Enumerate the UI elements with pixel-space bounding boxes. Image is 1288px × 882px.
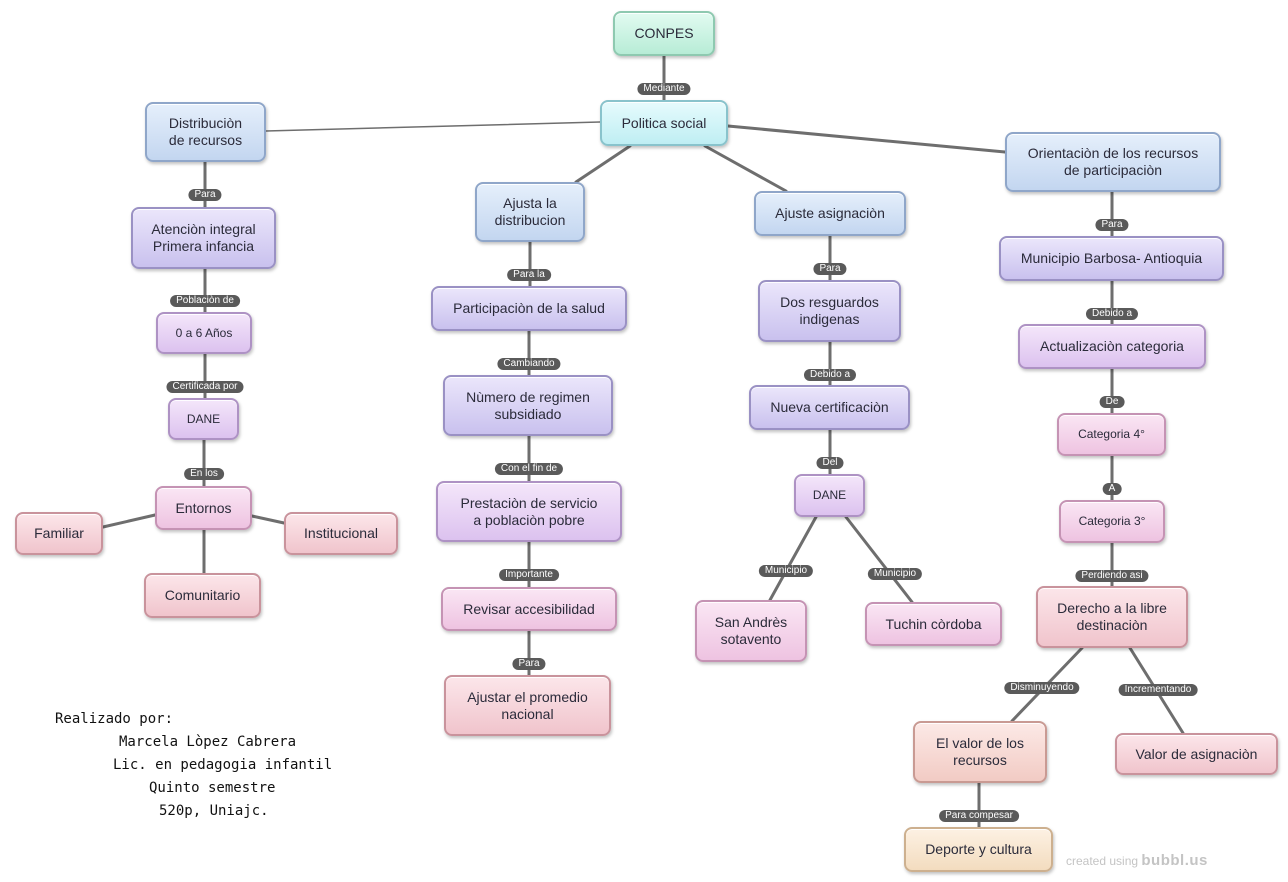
node-ajuste-asignacion[interactable]: Ajuste asignaciòn [754, 191, 906, 236]
connector [768, 515, 818, 602]
connector [101, 513, 157, 529]
link-label-para-la: Para la [507, 269, 551, 281]
node-actualizacion-categoria[interactable]: Actualizaciòn categoria [1018, 324, 1206, 369]
link-label-para-compesar: Para compesar [939, 810, 1019, 822]
link-label-incrementando: Incrementando [1118, 684, 1198, 696]
link-label-poblacion-de: Poblaciòn de [170, 295, 240, 307]
link-label-cambiando: Cambiando [497, 358, 561, 370]
credits-line: Quinto semestre [149, 780, 276, 796]
connector [844, 515, 914, 604]
node-valor-asignacion[interactable]: Valor de asignaciòn [1115, 733, 1278, 775]
link-label-mediante: Mediante [637, 83, 691, 95]
credits-line: Realizado por: [55, 711, 174, 727]
node-nueva-certificacion[interactable]: Nueva certificaciòn [749, 385, 910, 430]
node-orientacion-recursos[interactable]: Orientaciòn de los recursos de participa… [1005, 132, 1221, 192]
link-label-disminuyendo: Disminuyendo [1004, 682, 1080, 694]
link-label-municipio: Municipio [758, 565, 814, 577]
node-participacion-salud[interactable]: Participaciòn de la salud [431, 286, 627, 331]
node-derecho-libre-destinacion[interactable]: Derecho a la libre destinaciòn [1036, 586, 1188, 648]
link-label-debido-a: Debido a [803, 369, 857, 381]
connector [726, 124, 1007, 154]
node-dos-resguardos[interactable]: Dos resguardos indigenas [758, 280, 901, 342]
watermark: created using bubbl.us [1066, 852, 1208, 869]
link-label-debido-a: Debido a [1085, 308, 1139, 320]
node-atencion-integral[interactable]: Atenciòn integral Primera infancia [131, 207, 276, 269]
node-municipio-barbosa[interactable]: Municipio Barbosa- Antioquia [999, 236, 1224, 281]
node-distribucion-recursos[interactable]: Distribuciòn de recursos [145, 102, 266, 162]
link-label-de: De [1099, 396, 1125, 408]
link-label-para: Para [1095, 219, 1129, 231]
node-dane-2[interactable]: DANE [794, 474, 865, 517]
link-label-perdiendo-asi: Perdiendo asi [1075, 570, 1149, 582]
node-conpes[interactable]: CONPES [613, 11, 715, 56]
node-ajusta-distribucion[interactable]: Ajusta la distribucion [475, 182, 585, 242]
credits-line: 520p, Uniajc. [159, 803, 269, 819]
credits-block: Realizado por: Marcela Lòpez Cabrera Lic… [55, 708, 332, 823]
node-dane-1[interactable]: DANE [168, 398, 239, 440]
node-institucional[interactable]: Institucional [284, 512, 398, 555]
connector [250, 514, 286, 525]
link-label-con-el-fin-de: Con el fin de [494, 463, 564, 475]
link-label-certificada-por: Certificada por [166, 381, 244, 393]
node-tuchin-cordoba[interactable]: Tuchin còrdoba [865, 602, 1002, 646]
link-label-para: Para [813, 263, 847, 275]
link-label-para: Para [188, 189, 222, 201]
node-familiar[interactable]: Familiar [15, 512, 103, 555]
link-label-a: A [1102, 483, 1122, 495]
link-label-del: Del [816, 457, 844, 469]
node-deporte-cultura[interactable]: Deporte y cultura [904, 827, 1053, 872]
node-san-andres[interactable]: San Andrès sotavento [695, 600, 807, 662]
node-0-a-6-anios[interactable]: 0 a 6 Años [156, 312, 252, 354]
node-numero-regimen[interactable]: Nùmero de regimen subsidiado [443, 375, 613, 436]
node-entornos[interactable]: Entornos [155, 486, 252, 530]
link-label-municipio: Municipio [867, 568, 923, 580]
connector [703, 144, 788, 193]
watermark-prefix: created using [1066, 854, 1139, 868]
node-revisar-accesibilidad[interactable]: Revisar accesibilidad [441, 587, 617, 631]
node-politica-social[interactable]: Politica social [600, 100, 728, 146]
credits-line: Marcela Lòpez Cabrera [119, 734, 297, 750]
node-categoria-3[interactable]: Categoria 3° [1059, 500, 1165, 543]
link-label-para: Para [512, 658, 546, 670]
link-label-en-los: En los [184, 468, 224, 480]
node-valor-recursos[interactable]: El valor de los recursos [913, 721, 1047, 783]
connector [265, 121, 601, 132]
node-ajustar-promedio[interactable]: Ajustar el promedio nacional [444, 675, 611, 736]
watermark-brand: bubbl.us [1141, 852, 1208, 869]
node-comunitario[interactable]: Comunitario [144, 573, 261, 618]
connector [574, 144, 632, 184]
node-prestacion-servicio[interactable]: Prestaciòn de servicio a poblaciòn pobre [436, 481, 622, 542]
node-categoria-4[interactable]: Categoria 4° [1057, 413, 1166, 456]
credits-line: Lic. en pedagogia infantil [113, 757, 333, 773]
link-label-importante: Importante [499, 569, 559, 581]
